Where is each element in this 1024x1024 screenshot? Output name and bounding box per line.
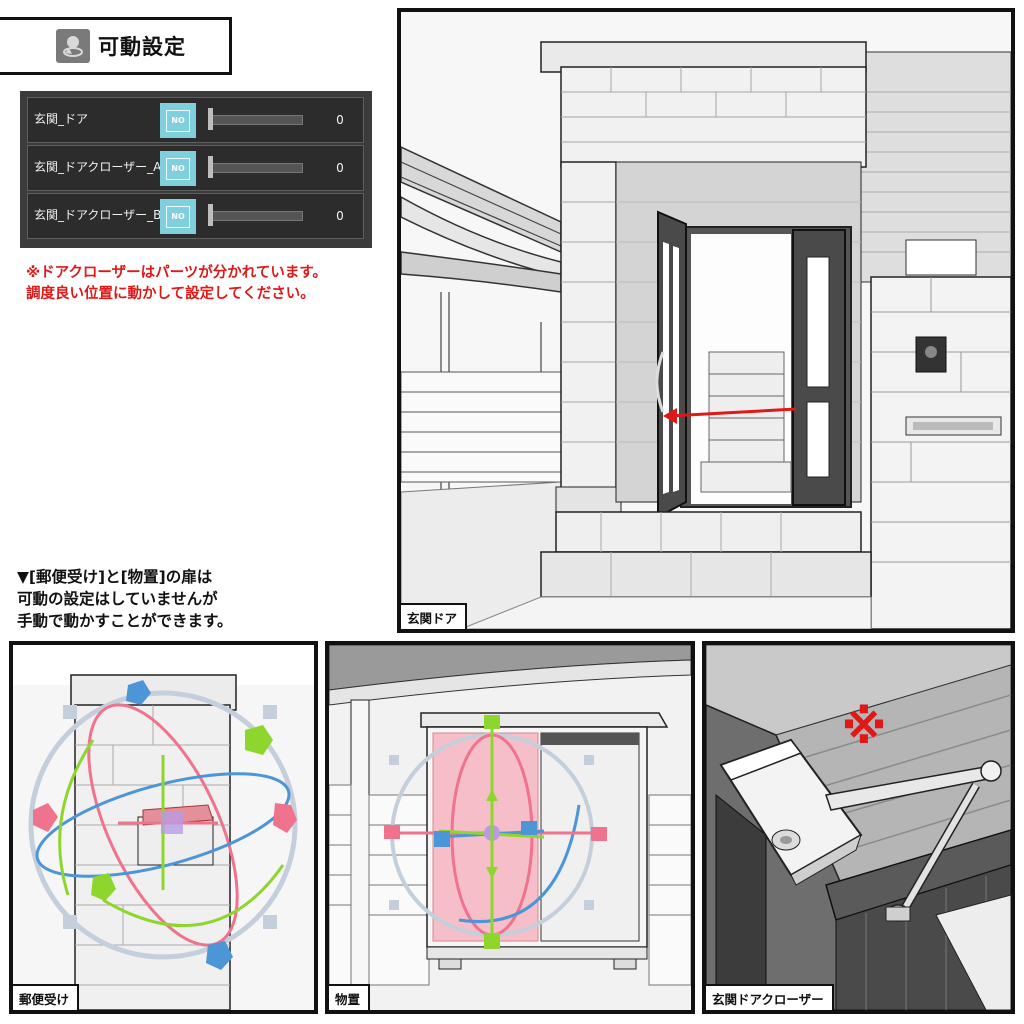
- panel-caption: 玄関ドア: [401, 603, 468, 629]
- slider-handle[interactable]: [208, 204, 213, 226]
- entrance-door-illustration: [401, 12, 1011, 629]
- toggle-button-label: NO: [166, 205, 190, 228]
- slider-label: 玄関_ドアクローザー_A: [34, 160, 162, 174]
- warning-mark: ※: [842, 700, 887, 754]
- slider-row: 玄関_ドアクローザー_B NO 0: [27, 193, 364, 239]
- manual-note: ▼[郵便受け]と[物置]の扉は 可動の設定はしていませんが 手動で動かすことがで…: [17, 566, 232, 632]
- mailbox-panel: 郵便受け: [9, 641, 318, 1014]
- slider-value: 0: [336, 209, 344, 223]
- entrance-door-panel: 玄関ドア: [397, 8, 1015, 633]
- mailbox-illustration: [13, 645, 314, 1010]
- door-closer-panel: ※ 玄関ドアクローザー: [702, 641, 1015, 1014]
- slider-handle[interactable]: [208, 108, 213, 130]
- gizmo-icon: [56, 29, 90, 63]
- toggle-button-label: NO: [166, 109, 190, 132]
- slider-label: 玄関_ドア: [34, 112, 89, 126]
- note-line: 手動で動かすことができます。: [17, 612, 233, 630]
- storage-illustration: [329, 645, 691, 1010]
- toggle-button[interactable]: NO: [160, 103, 196, 138]
- slider-track[interactable]: [211, 163, 303, 173]
- note-line: ▼[郵便受け]と[物置]の扉は: [17, 568, 213, 586]
- title-box: 可動設定: [0, 17, 232, 75]
- slider-row: 玄関_ドア NO 0: [27, 97, 364, 143]
- panel-caption: 郵便受け: [13, 984, 80, 1010]
- closer-note: ※ドアクローザーはパーツが分かれています。 調度良い位置に動かして設定してくださ…: [26, 263, 327, 305]
- door-closer-illustration: ※: [706, 645, 1011, 1010]
- note-line: 可動の設定はしていませんが: [17, 590, 218, 608]
- slider-track[interactable]: [211, 115, 303, 125]
- slider-row: 玄関_ドアクローザー_A NO 0: [27, 145, 364, 191]
- note-line: ※ドアクローザーはパーツが分かれています。: [26, 265, 327, 281]
- toggle-button-label: NO: [166, 157, 190, 180]
- panel-caption: 玄関ドアクローザー: [706, 984, 834, 1010]
- slider-handle[interactable]: [208, 156, 213, 178]
- note-line: 調度良い位置に動かして設定してください。: [26, 286, 315, 302]
- slider-value: 0: [336, 161, 344, 175]
- panel-caption: 物置: [329, 984, 371, 1010]
- storage-panel: 物置: [325, 641, 695, 1014]
- slider-value: 0: [336, 113, 344, 127]
- toggle-button[interactable]: NO: [160, 199, 196, 234]
- slider-label: 玄関_ドアクローザー_B: [34, 208, 162, 222]
- slider-track[interactable]: [211, 211, 303, 221]
- motion-settings-panel: 玄関_ドア NO 0 玄関_ドアクローザー_A NO 0 玄関_ドアクローザー_…: [20, 91, 372, 248]
- toggle-button[interactable]: NO: [160, 151, 196, 186]
- page-title: 可動設定: [98, 35, 186, 59]
